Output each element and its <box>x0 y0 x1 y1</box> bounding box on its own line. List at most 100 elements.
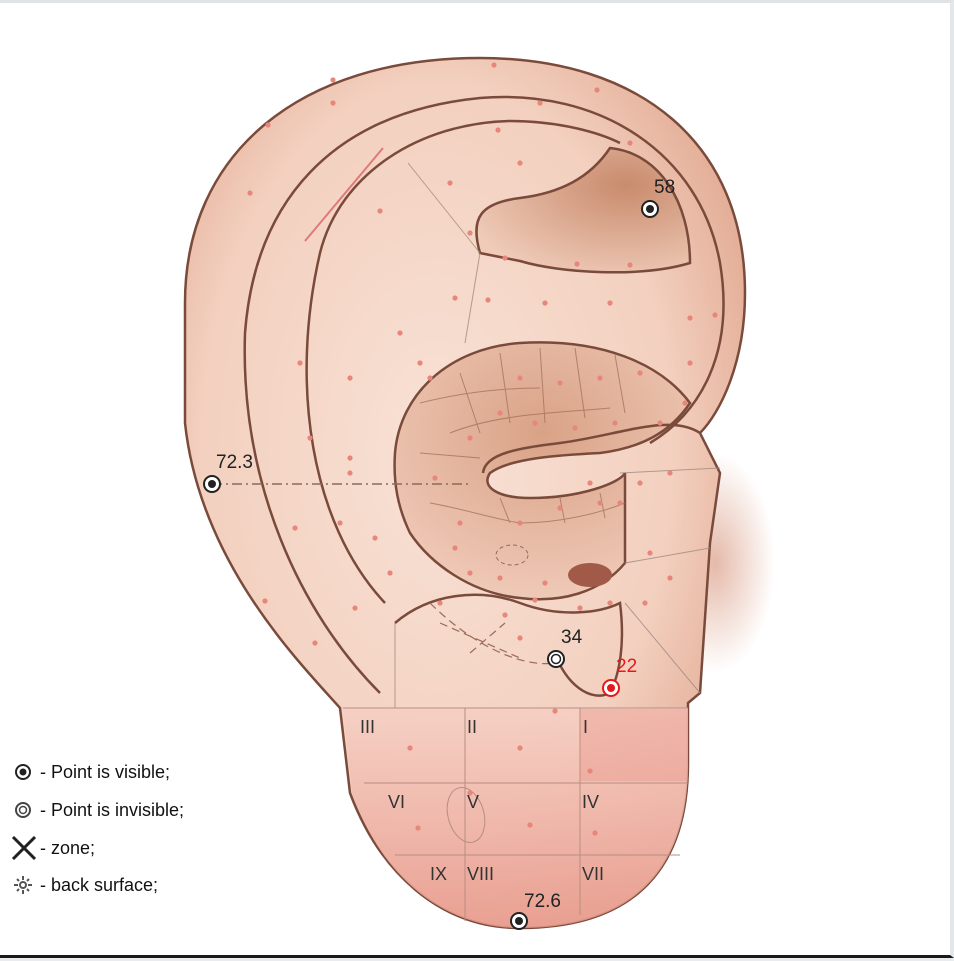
acupoint-dot[interactable] <box>657 420 662 425</box>
acupoint-dot[interactable] <box>297 360 302 365</box>
point-label: 34 <box>561 627 583 648</box>
acupoint-dot[interactable] <box>557 505 562 510</box>
acupoint-dot[interactable] <box>330 100 335 105</box>
invisible-point-icon <box>10 798 36 822</box>
acupoint-dot[interactable] <box>517 375 522 380</box>
acupoint-dot[interactable] <box>247 190 252 195</box>
acupoint-dot[interactable] <box>572 425 577 430</box>
acupoint-dot[interactable] <box>452 295 457 300</box>
acupoint-dot[interactable] <box>467 435 472 440</box>
legend-item-back: - back surface; <box>10 873 158 897</box>
acupoint-dot[interactable] <box>607 300 612 305</box>
acupoint-dot[interactable] <box>497 410 502 415</box>
acupoint-dot[interactable] <box>447 180 452 185</box>
acupoint-dot[interactable] <box>437 600 442 605</box>
acupoint-dot[interactable] <box>347 375 352 380</box>
zone-label: II <box>467 717 477 737</box>
acupoint-dot[interactable] <box>517 635 522 640</box>
acupoint-dot[interactable] <box>574 261 579 266</box>
zone-cross-icon <box>10 836 36 860</box>
acupoint-dot[interactable] <box>542 580 547 585</box>
acupoint-dot[interactable] <box>407 745 412 750</box>
point-label: 58 <box>654 177 675 198</box>
zone-label: VIII <box>467 864 494 884</box>
acupoint-dot[interactable] <box>265 122 270 127</box>
acupoint-dot[interactable] <box>337 520 342 525</box>
acupoint-dot[interactable] <box>627 262 632 267</box>
acupoint-dot[interactable] <box>497 575 502 580</box>
acupoint-dot[interactable] <box>502 255 507 260</box>
acupoint-dot[interactable] <box>347 470 352 475</box>
acupoint-dot[interactable] <box>491 62 496 67</box>
acupoint-dot[interactable] <box>607 600 612 605</box>
back-surface-icon <box>10 873 36 897</box>
acupoint-dot[interactable] <box>712 312 717 317</box>
acupoint-dot[interactable] <box>597 375 602 380</box>
acupoint-dot[interactable] <box>417 360 422 365</box>
acupoint-dot[interactable] <box>312 640 317 645</box>
acupoint-dot[interactable] <box>432 475 437 480</box>
legend-text: - Point is invisible; <box>40 800 184 821</box>
acupoint-dot[interactable] <box>485 297 490 302</box>
acupoint-dot[interactable] <box>452 545 457 550</box>
acupoint-dot[interactable] <box>627 140 632 145</box>
acupoint-dot[interactable] <box>415 825 420 830</box>
acupoint-dot[interactable] <box>587 768 592 773</box>
point-label: 72.3 <box>216 452 253 473</box>
acupoint-dot[interactable] <box>647 550 652 555</box>
invisible-point-icon <box>548 651 564 667</box>
acupoint-dot[interactable] <box>397 330 402 335</box>
zone-label: III <box>360 717 375 737</box>
acupoint-dot[interactable] <box>597 500 602 505</box>
acupoint-dot[interactable] <box>637 370 642 375</box>
acupoint-dot[interactable] <box>502 612 507 617</box>
acupoint-dot[interactable] <box>612 420 617 425</box>
acupoint-dot[interactable] <box>457 520 462 525</box>
acupoint-dot[interactable] <box>577 605 582 610</box>
acupoint-dot[interactable] <box>307 435 312 440</box>
acupoint-dot[interactable] <box>517 160 522 165</box>
acupoint-dot[interactable] <box>330 77 335 82</box>
acupoint-dot[interactable] <box>517 520 522 525</box>
acupoint-dot[interactable] <box>292 525 297 530</box>
acupoint-dot[interactable] <box>532 597 537 602</box>
zone-label: IV <box>582 792 599 812</box>
legend-item-zone: - zone; <box>10 836 95 860</box>
acupoint-dot[interactable] <box>667 575 672 580</box>
acupoint-dot[interactable] <box>637 480 642 485</box>
zone-label: I <box>583 717 588 737</box>
zone-i-highlight <box>580 709 688 781</box>
acupoint-dot[interactable] <box>687 315 692 320</box>
acupoint-dot[interactable] <box>377 208 382 213</box>
acupoint-dot[interactable] <box>687 360 692 365</box>
acupoint-dot[interactable] <box>557 380 562 385</box>
acupoint-dot[interactable] <box>517 745 522 750</box>
acupoint-dot[interactable] <box>387 570 392 575</box>
acupoint-dot[interactable] <box>537 100 542 105</box>
acupoint-dot[interactable] <box>532 420 537 425</box>
acupoint-dot[interactable] <box>682 400 687 405</box>
acupoint-dot[interactable] <box>427 375 432 380</box>
acupoint-dot[interactable] <box>262 598 267 603</box>
acupoint-dot[interactable] <box>372 535 377 540</box>
point-label: 22 <box>616 656 637 677</box>
acupoint-dot[interactable] <box>542 300 547 305</box>
acupoint-dot[interactable] <box>552 708 557 713</box>
acupoint-dot[interactable] <box>587 480 592 485</box>
zone-label: VII <box>582 864 604 884</box>
acupoint-dot[interactable] <box>527 822 532 827</box>
acupoint-dot[interactable] <box>352 605 357 610</box>
legend-text: - Point is visible; <box>40 762 170 783</box>
acupoint-dot[interactable] <box>347 455 352 460</box>
acupoint-dot[interactable] <box>467 570 472 575</box>
acupoint-dot[interactable] <box>467 230 472 235</box>
acupoint-dot[interactable] <box>495 127 500 132</box>
acupoint-dot[interactable] <box>592 830 597 835</box>
acupoint-dot[interactable] <box>467 790 472 795</box>
legend-text: - back surface; <box>40 875 158 896</box>
acupoint-dot[interactable] <box>594 87 599 92</box>
acupoint-dot[interactable] <box>667 470 672 475</box>
acupoint-dot[interactable] <box>642 600 647 605</box>
acupoint-dot[interactable] <box>617 500 622 505</box>
